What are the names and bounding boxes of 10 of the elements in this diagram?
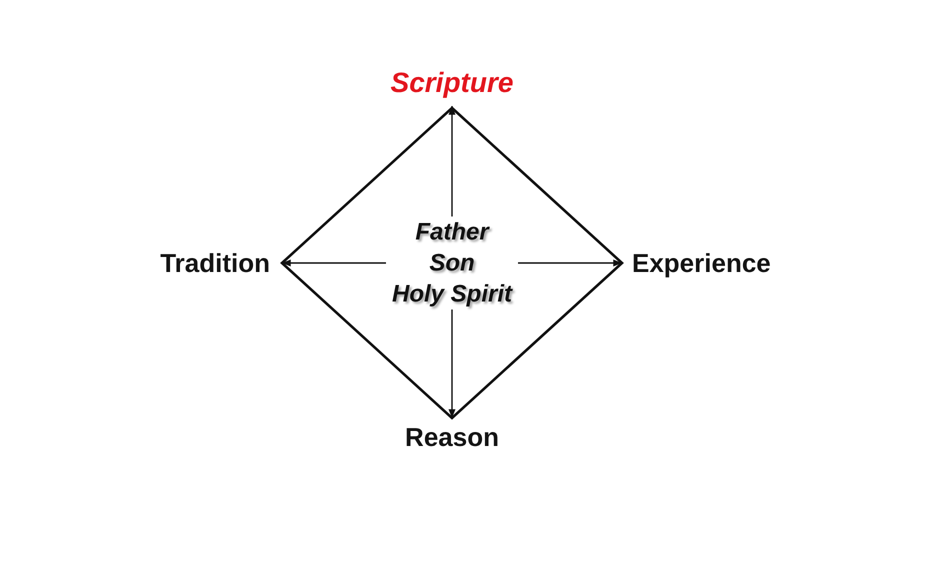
concept-label: Experience bbox=[622, 246, 771, 280]
diamond-shape bbox=[280, 106, 624, 420]
concept-label: Reason bbox=[399, 418, 505, 454]
center-label: Father Son Holy Spirit bbox=[386, 216, 518, 310]
concept-label: Tradition bbox=[160, 246, 282, 280]
arrow bbox=[282, 260, 386, 266]
arrow bbox=[448, 310, 456, 418]
arrow bbox=[518, 260, 622, 266]
concept-label: Scripture bbox=[384, 66, 520, 106]
arrow bbox=[448, 106, 456, 216]
